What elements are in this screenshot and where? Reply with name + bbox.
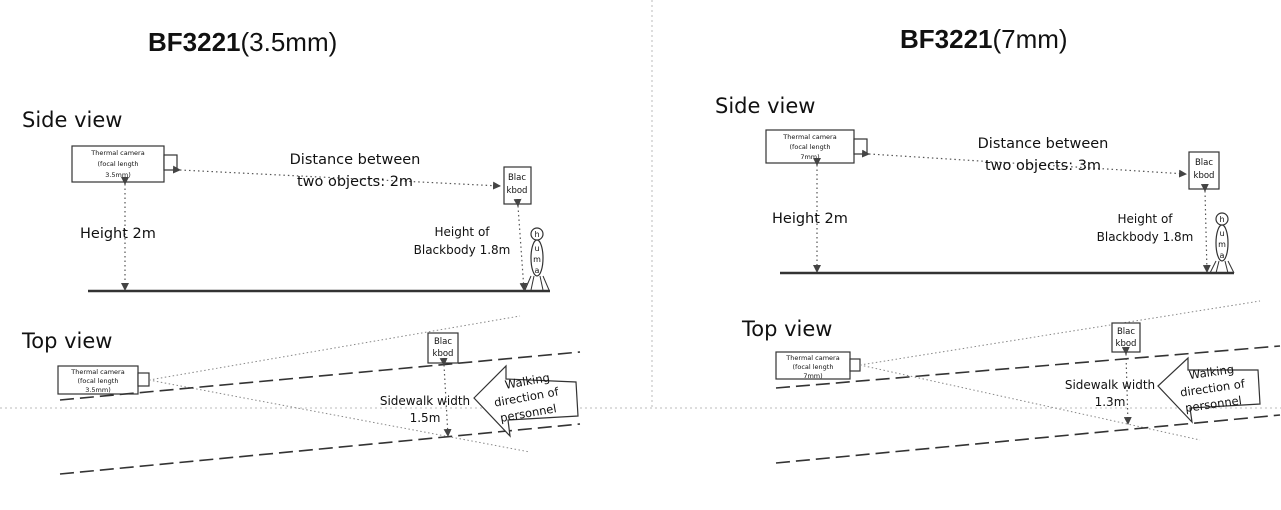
- fov-line: [859, 364, 1201, 441]
- side-view-label: Side view: [715, 94, 815, 118]
- blackbody-height-arrow: [513, 198, 528, 291]
- blackbody-label-line: kbod: [1194, 171, 1215, 181]
- thermal-camera: Thermal camera (focal length 7mm): [765, 129, 868, 164]
- human-letter: a: [1220, 251, 1225, 260]
- sidewalk-edge: [775, 414, 1281, 464]
- blackbody-label-line: Blac: [1195, 158, 1213, 168]
- top-view-label: Top view: [21, 329, 112, 353]
- fov-line: [148, 315, 521, 381]
- thermal-camera-top: Thermal camera (focal length 7mm): [775, 351, 861, 380]
- height-label: Height 2m: [80, 226, 156, 242]
- blackbody-label-line: Blac: [434, 337, 452, 347]
- panel-title: BF3221(3.5mm): [148, 27, 337, 57]
- blackbody: Blac kbod: [1188, 151, 1220, 190]
- blackbody-label-line: kbod: [433, 349, 454, 359]
- blackbody-label-line: kbod: [507, 186, 528, 196]
- human-letter: u: [534, 244, 539, 253]
- blackbody-label-line: Blac: [1117, 327, 1135, 337]
- sidewalk-width-arrow: [439, 357, 452, 437]
- human-letter: h: [534, 230, 539, 239]
- top-view-label: Top view: [741, 317, 832, 341]
- panel-left: BF3221(3.5mm) Side view Thermal camera (…: [21, 27, 581, 475]
- fov-line: [859, 300, 1261, 366]
- distance-label-line: Distance between: [290, 152, 421, 168]
- blackbody-height-label-line: Blackbody 1.8m: [1097, 230, 1194, 244]
- sidewalk-label-line: 1.5m: [410, 411, 441, 425]
- distance-arrow: [172, 165, 501, 190]
- blackbody-height-label-line: Height of: [1117, 212, 1173, 226]
- camera-label-line: 3.5mm): [85, 386, 111, 394]
- camera-label-line: (focal length: [790, 143, 831, 151]
- blackbody-height-label-line: Blackbody 1.8m: [414, 243, 511, 257]
- human-letter: m: [1218, 240, 1226, 249]
- camera-label-line: 7mm): [803, 372, 822, 380]
- camera-label-line: 3.5mm): [105, 171, 131, 179]
- panel-title: BF3221(7mm): [900, 24, 1068, 54]
- walking-label-line: Walking: [1188, 362, 1235, 382]
- human-letter: m: [533, 255, 541, 264]
- distance-label-line: two objects: 3m: [985, 158, 1101, 174]
- blackbody-top: Blac kbod: [1111, 322, 1141, 353]
- distance-arrow: [861, 149, 1187, 178]
- thermal-camera: Thermal camera (focal length 3.5mm): [71, 145, 178, 183]
- blackbody-label-line: Blac: [508, 173, 526, 183]
- thermal-camera-top: Thermal camera (focal length 3.5mm): [57, 365, 150, 395]
- distance-label-line: two objects: 2m: [297, 174, 413, 190]
- sidewalk-edge: [775, 345, 1281, 389]
- sidewalk-edge: [59, 423, 581, 475]
- camera-label-line: 7mm): [800, 153, 819, 161]
- camera-label-line: Thermal camera: [70, 368, 124, 376]
- sidewalk-label-line: Sidewalk width: [380, 394, 470, 408]
- human-figure: h u m a: [524, 227, 550, 291]
- fov-line: [148, 379, 531, 453]
- height-label: Height 2m: [772, 211, 848, 227]
- blackbody-height-label-line: Height of: [434, 225, 490, 239]
- camera-label-line: Thermal camera: [90, 149, 144, 157]
- camera-label-line: Thermal camera: [782, 133, 836, 141]
- human-letter: u: [1219, 229, 1224, 238]
- human-letter: a: [535, 266, 540, 275]
- blackbody-height-arrow: [1200, 183, 1211, 273]
- side-view-label: Side view: [22, 108, 122, 132]
- panel-right: BF3221(7mm) Side view Thermal camera (fo…: [715, 24, 1281, 464]
- distance-label-line: Distance between: [978, 136, 1109, 152]
- walking-direction-arrow: Walking direction of personnel: [473, 364, 579, 438]
- blackbody: Blac kbod: [503, 166, 532, 205]
- blackbody-top: Blac kbod: [427, 332, 459, 364]
- walking-direction-arrow: Walking direction of personnel: [1157, 356, 1261, 424]
- camera-label-line: Thermal camera: [785, 354, 839, 362]
- sidewalk-label-line: Sidewalk width: [1065, 378, 1155, 392]
- human-figure: h u m a: [1209, 212, 1235, 274]
- sidewalk-edge: [59, 351, 581, 401]
- camera-label-line: (focal length: [793, 363, 834, 371]
- blackbody-label-line: kbod: [1116, 339, 1137, 349]
- camera-label-line: (focal length: [98, 160, 139, 168]
- human-letter: h: [1219, 215, 1224, 224]
- sidewalk-label-line: 1.3m: [1095, 395, 1126, 409]
- camera-label-line: (focal length: [78, 377, 119, 385]
